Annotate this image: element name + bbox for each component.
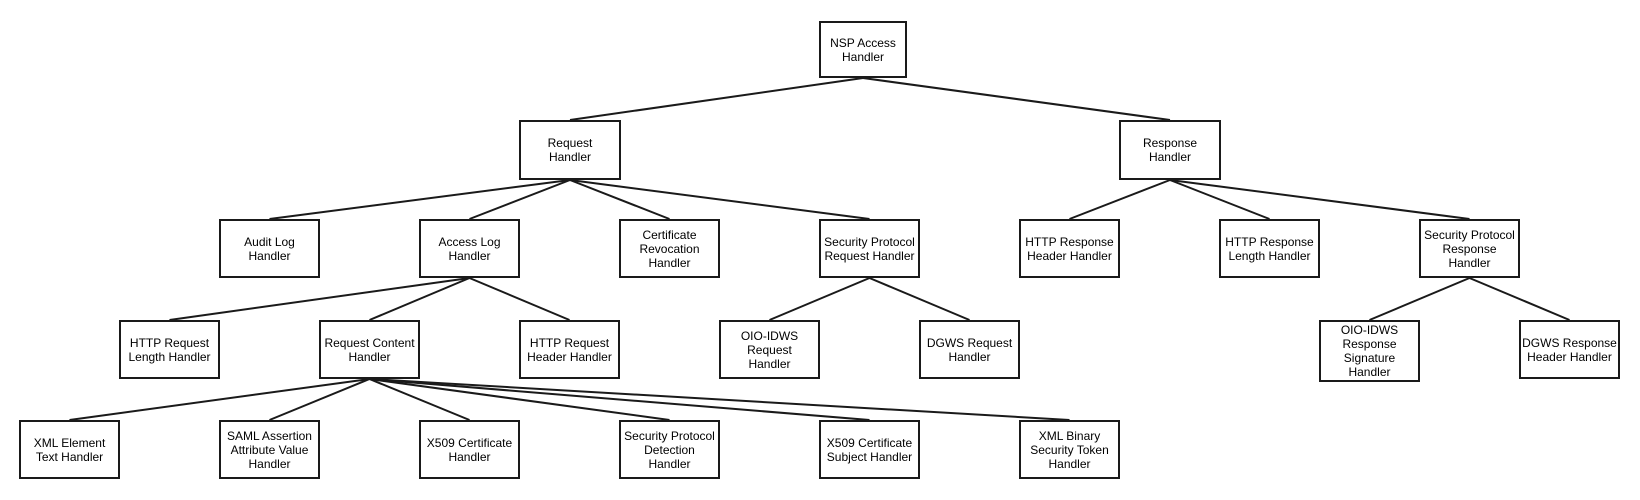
edge-access-log-handler--http-request-length-handler xyxy=(169,277,470,321)
edge-nsp-access-handler--request-handler xyxy=(569,77,864,121)
node-security-protocol-detection-handler: Security Protocol Detection Handler xyxy=(619,420,720,479)
edge-request-content-handler--x509-certificate-subject-handler xyxy=(369,378,870,421)
edge-request-handler--audit-log-handler xyxy=(269,179,571,220)
edge-request-handler--access-log-handler xyxy=(469,179,571,220)
node-nsp-access-handler: NSP Access Handler xyxy=(819,21,907,78)
node-access-log-handler: Access Log Handler xyxy=(419,219,520,278)
node-x509-certificate-handler: X509 Certificate Handler xyxy=(419,420,520,479)
edge-nsp-access-handler--response-handler xyxy=(862,77,1171,121)
node-xml-binary-security-token-handler: XML Binary Security Token Handler xyxy=(1019,420,1120,479)
edge-security-protocol-response-handler--oio-idws-response-signature-handler xyxy=(1369,277,1470,321)
node-http-request-length-handler: HTTP Request Length Handler xyxy=(119,320,220,379)
node-http-response-length-handler: HTTP Response Length Handler xyxy=(1219,219,1320,278)
node-dgws-request-handler: DGWS Request Handler xyxy=(919,320,1020,379)
node-audit-log-handler: Audit Log Handler xyxy=(219,219,320,278)
node-request-handler: Request Handler xyxy=(519,120,621,180)
node-http-response-header-handler: HTTP Response Header Handler xyxy=(1019,219,1120,278)
edge-response-handler--http-response-header-handler xyxy=(1069,179,1171,220)
edge-request-content-handler--security-protocol-detection-handler xyxy=(369,378,670,421)
node-certificate-revocation-handler: Certificate Revocation Handler xyxy=(619,219,720,278)
node-security-protocol-response-handler: Security Protocol Response Handler xyxy=(1419,219,1520,278)
edge-security-protocol-response-handler--dgws-response-header-handler xyxy=(1469,277,1570,321)
node-security-protocol-request-handler: Security Protocol Request Handler xyxy=(819,219,920,278)
node-oio-idws-response-signature-handler: OIO-IDWS Response Signature Handler xyxy=(1319,320,1420,382)
edge-request-handler--security-protocol-request-handler xyxy=(569,179,870,220)
node-oio-idws-request-handler: OIO-IDWS Request Handler xyxy=(719,320,820,379)
edge-request-content-handler--saml-assertion-attribute-value-handler xyxy=(269,378,370,421)
node-xml-element-text-handler: XML Element Text Handler xyxy=(19,420,120,479)
edge-request-handler--certificate-revocation-handler xyxy=(569,179,670,220)
edge-security-protocol-request-handler--oio-idws-request-handler xyxy=(769,277,870,321)
edge-response-handler--http-response-length-handler xyxy=(1169,179,1270,220)
edge-request-content-handler--xml-element-text-handler xyxy=(69,378,370,421)
edge-security-protocol-request-handler--dgws-request-handler xyxy=(869,277,970,321)
node-response-handler: Response Handler xyxy=(1119,120,1221,180)
node-request-content-handler: Request Content Handler xyxy=(319,320,420,379)
edge-request-content-handler--xml-binary-security-token-handler xyxy=(369,378,1070,421)
edge-access-log-handler--http-request-header-handler xyxy=(469,277,570,321)
edge-response-handler--security-protocol-response-handler xyxy=(1169,179,1470,220)
edge-access-log-handler--request-content-handler xyxy=(369,277,470,321)
node-x509-certificate-subject-handler: X509 Certificate Subject Handler xyxy=(819,420,920,479)
edge-request-content-handler--x509-certificate-handler xyxy=(369,378,470,421)
node-http-request-header-handler: HTTP Request Header Handler xyxy=(519,320,620,379)
node-dgws-response-header-handler: DGWS Response Header Handler xyxy=(1519,320,1620,379)
node-saml-assertion-attribute-value-handler: SAML Assertion Attribute Value Handler xyxy=(219,420,320,479)
